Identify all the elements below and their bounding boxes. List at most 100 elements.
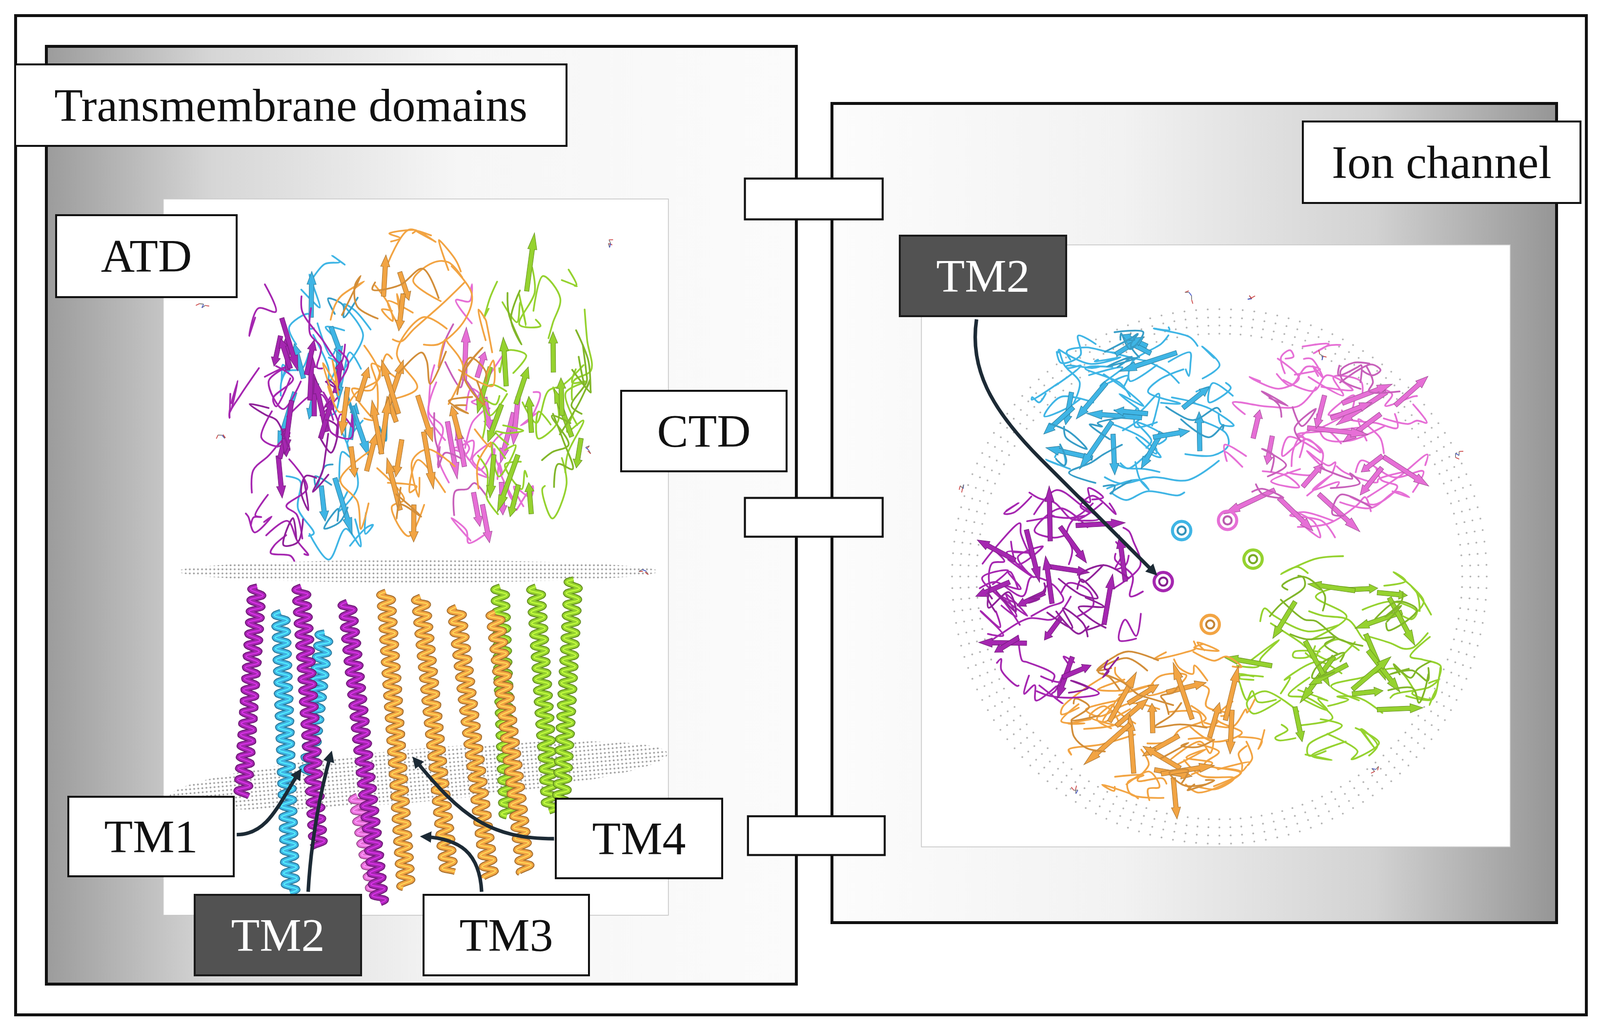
membrane-dot <box>1481 622 1484 625</box>
ligand-stick <box>642 569 647 571</box>
binder-ring <box>745 498 883 537</box>
membrane-dot <box>1371 356 1374 359</box>
membrane-dot <box>1140 822 1143 825</box>
ligand-stick <box>1249 295 1252 300</box>
label-text: ATD <box>101 230 193 283</box>
ligand-stick <box>202 303 204 308</box>
membrane-dot <box>1089 351 1092 354</box>
membrane-dot <box>1151 325 1154 328</box>
membrane-dot <box>1065 356 1068 359</box>
beta-strand <box>1223 666 1240 721</box>
membrane-dot <box>999 436 1002 439</box>
helix-highlight <box>236 586 264 797</box>
coil-loop <box>453 483 487 516</box>
beta-strand <box>487 404 505 443</box>
coil-loop <box>1302 343 1340 354</box>
membrane-dot <box>1366 383 1369 385</box>
ligand-stick <box>216 435 218 440</box>
coil-loop <box>1160 688 1177 715</box>
membrane-dot <box>967 586 970 589</box>
alpha-helix <box>379 591 412 889</box>
membrane-dot <box>1119 814 1122 817</box>
coil-loop <box>1097 667 1130 691</box>
membrane-dot <box>991 469 993 472</box>
membrane-dot <box>1436 701 1438 704</box>
membrane-dot <box>1437 422 1440 425</box>
coil-loop <box>1169 769 1206 787</box>
coil-loop <box>1383 404 1427 425</box>
coil-loop <box>507 290 522 345</box>
membrane-dot <box>1468 597 1471 600</box>
coil-loop <box>270 535 295 562</box>
ligand-stick <box>609 243 611 248</box>
membrane-plane <box>178 560 659 583</box>
membrane-dot <box>975 586 978 588</box>
membrane-dot <box>1396 398 1398 401</box>
membrane-dot <box>1339 786 1342 789</box>
membrane-dot <box>1032 419 1035 422</box>
membrane-dot <box>1264 312 1267 315</box>
membrane-dot <box>1324 347 1327 350</box>
membrane-dot <box>1485 575 1488 578</box>
membrane-dot <box>1337 805 1340 808</box>
coil-loop <box>1320 467 1360 489</box>
membrane-dot <box>1450 709 1453 712</box>
membrane-dot <box>1410 736 1413 739</box>
membrane-dot <box>1465 619 1468 622</box>
alpha-helix <box>340 602 386 904</box>
coil-loop <box>1113 491 1185 501</box>
helix-highlight <box>529 586 558 811</box>
membrane-dot <box>1450 502 1453 505</box>
beta-strand <box>1044 486 1054 542</box>
membrane-dot <box>1437 436 1439 439</box>
beta-strand <box>319 485 329 522</box>
helix-outline <box>414 596 456 872</box>
membrane-dot <box>1218 834 1221 837</box>
membrane-dot <box>1006 710 1009 713</box>
membrane-dot <box>978 650 981 653</box>
membrane-dot <box>1207 316 1210 319</box>
membrane-dot <box>1252 832 1255 835</box>
membrane-dot <box>1019 408 1022 411</box>
coil-loop <box>1103 480 1132 494</box>
beta-strand <box>1044 616 1063 641</box>
membrane-dot <box>1272 330 1275 333</box>
membrane-dot <box>1479 517 1482 520</box>
coil-loop <box>1223 444 1246 467</box>
membrane-dot <box>1001 701 1004 704</box>
membrane-dot <box>1357 774 1360 777</box>
membrane-dot <box>1353 787 1356 790</box>
coil-loop <box>1180 419 1224 438</box>
membrane-dot <box>959 575 962 578</box>
membrane-dot <box>1033 745 1036 748</box>
membrane-dot <box>1320 795 1323 798</box>
membrane-dot <box>1129 819 1132 822</box>
membrane-dot <box>993 445 996 448</box>
membrane-dot <box>1006 412 1009 415</box>
membrane-dot <box>1430 724 1433 727</box>
membrane-dot <box>965 631 968 634</box>
coil-loop <box>1311 587 1356 640</box>
membrane-dot <box>1442 705 1445 708</box>
membrane-dot <box>1094 338 1097 341</box>
coil-loop <box>264 366 302 410</box>
membrane-dot <box>951 587 954 590</box>
ligand-stick <box>961 488 963 493</box>
coil-loop <box>342 276 378 319</box>
beta-strand <box>355 366 370 402</box>
membrane-dot <box>1070 383 1073 385</box>
membrane-dot <box>968 553 971 556</box>
membrane-dot <box>1098 805 1101 808</box>
membrane-dot <box>1264 838 1267 841</box>
helix-outline <box>529 586 558 811</box>
membrane-dot <box>953 540 956 543</box>
membrane-dot <box>971 653 974 656</box>
membrane-dot <box>1019 422 1022 425</box>
membrane-dot <box>1458 674 1460 677</box>
membrane-dot <box>1197 817 1200 820</box>
membrane-dot <box>1307 332 1310 335</box>
coil-loop <box>987 593 996 612</box>
membrane-dot <box>1240 325 1243 328</box>
membrane-dot <box>1089 800 1092 803</box>
membrane-dot <box>1250 816 1253 819</box>
